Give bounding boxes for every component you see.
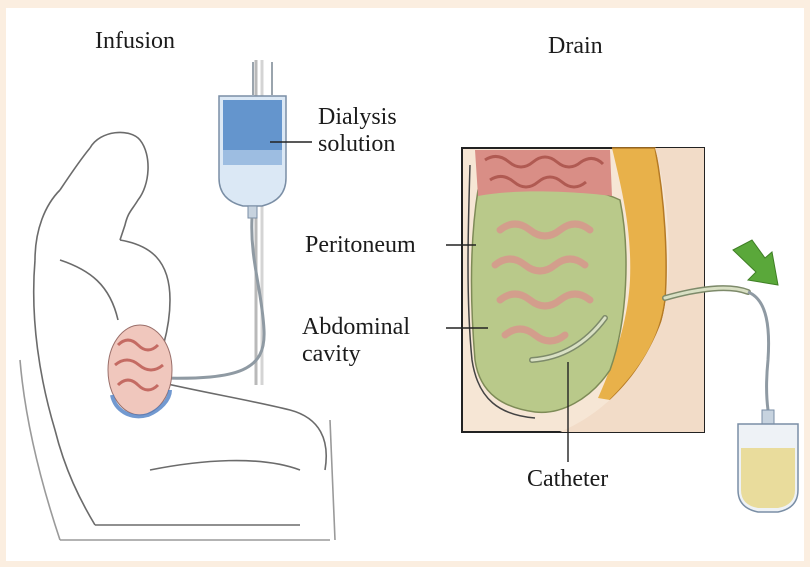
infusion-title: Infusion: [95, 28, 175, 55]
abdominal-cavity-label: Abdominal cavity: [302, 314, 410, 368]
drain-title: Drain: [548, 33, 603, 60]
dialysis-solution-line-1: Dialysis: [318, 104, 397, 131]
abdominal-cavity-line-2: cavity: [302, 341, 410, 368]
dialysis-solution-label: Dialysis solution: [318, 104, 397, 158]
abdominal-cavity-line-1: Abdominal: [302, 314, 410, 341]
patient-figure: [20, 132, 335, 540]
patient-abdomen: [108, 325, 172, 416]
catheter-label: Catheter: [527, 466, 608, 493]
cross-section: [462, 148, 704, 432]
infusion-tube: [160, 218, 264, 378]
drain-arrow-icon: [733, 240, 778, 285]
dialysis-solution-line-2: solution: [318, 131, 397, 158]
solution-bag: [219, 62, 286, 218]
peritoneum-label: Peritoneum: [305, 232, 416, 259]
drain-bag: [738, 410, 798, 512]
